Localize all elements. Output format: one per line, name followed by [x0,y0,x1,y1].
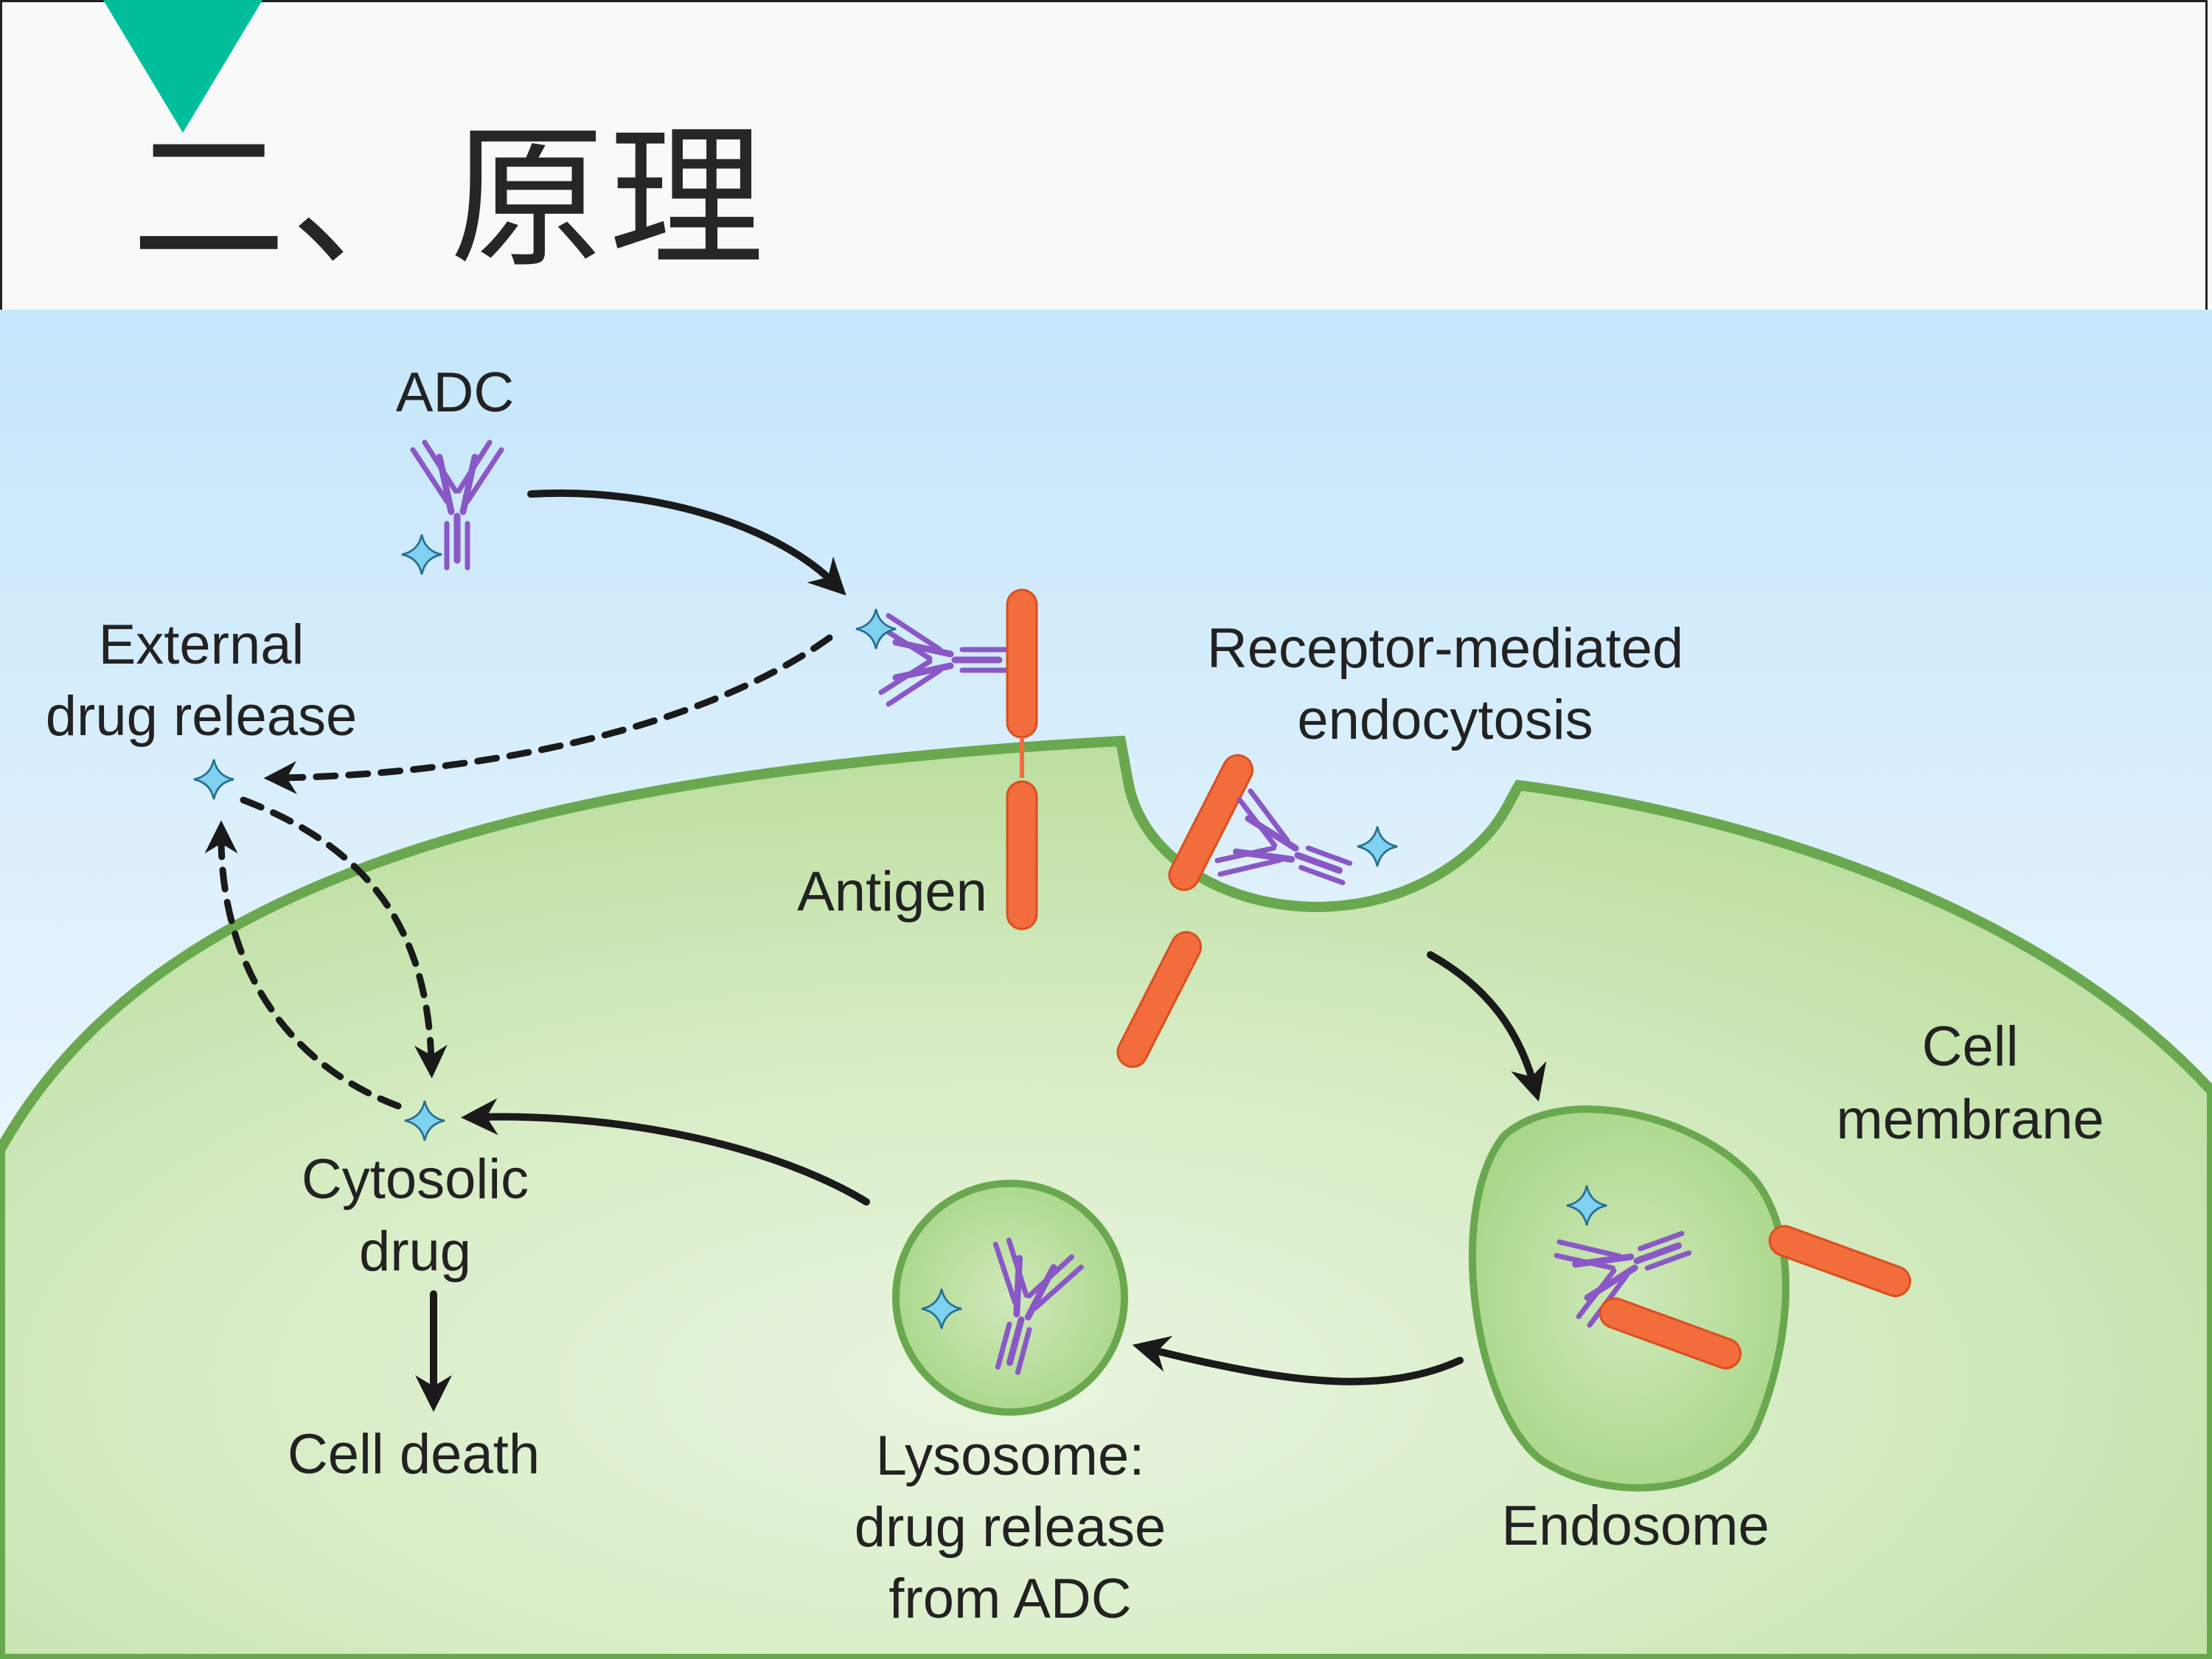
label-lysosome-line2: drug release [855,1496,1166,1559]
arrow-pit-to-endosome [1427,951,1547,1102]
dashed-arrow-external-to-cytosol [240,796,448,1079]
endosome [1469,1105,1790,1492]
label-receptor-line1: Receptor-mediated [1207,617,1683,680]
dashed-arrow-to-external [263,634,833,795]
arrow-adc-to-antigen [527,489,846,596]
label-cell-membrane-line1: Cell [1922,1015,2019,1078]
label-lysosome-line1: Lysosome: [876,1425,1145,1487]
label-cytosolic-line1: Cytosolic [302,1148,529,1211]
label-cell-death: Cell death [288,1423,540,1486]
label-lysosome-line3: from ADC [888,1568,1131,1630]
antigen-bound-lower [1006,780,1038,931]
label-receptor-line2: endocytosis [1297,689,1593,751]
label-endosome: Endosome [1501,1495,1769,1557]
adc-mechanism-diagram: ADC External drug release Receptor-media… [0,310,2212,1659]
arrow-endosome-to-lysosome [1132,1335,1464,1385]
label-external-line2: drug release [46,685,358,748]
label-adc: ADC [396,361,514,424]
slide-title: 二、原理 [131,108,769,289]
arrow-lysosome-to-cytosol [461,1098,870,1206]
label-antigen: Antigen [797,860,987,923]
label-cytosolic-line2: drug [359,1220,471,1283]
lysosome [892,1180,1128,1416]
label-external-line1: External [99,613,305,676]
title-accent-triangle-icon [103,0,262,133]
dashed-arrow-cytosol-to-external [204,820,402,1110]
antigen-bound-upper [1006,588,1038,739]
label-cell-membrane-line2: membrane [1836,1088,2104,1151]
